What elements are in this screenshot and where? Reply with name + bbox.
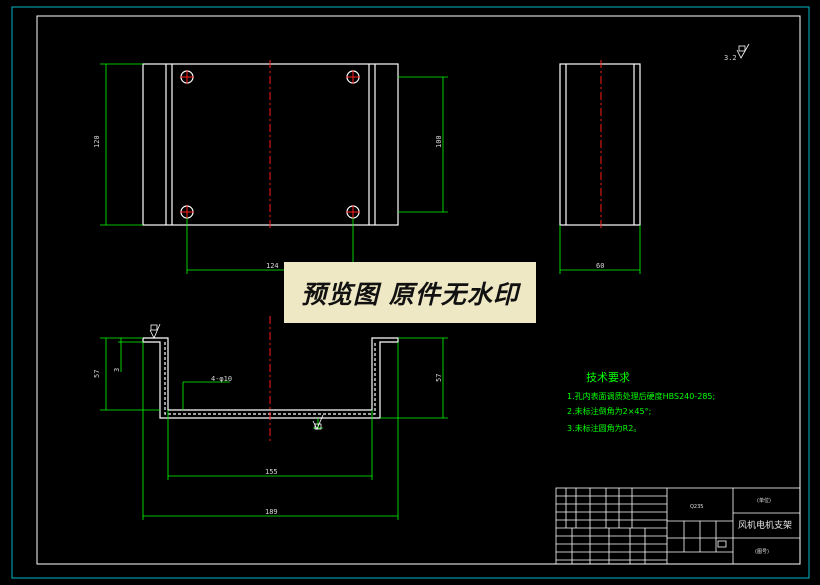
tech-item-3: 3.未标注圆角为R2。 [567,423,641,433]
top-dimensions [100,63,448,274]
drawing-border [36,15,801,565]
title-material: Q235 [690,504,703,510]
dim-front-height-left: 57 [93,370,101,378]
side-view [559,63,641,226]
title-company: (单位) [757,497,771,504]
dim-front-height-right: 57 [435,374,443,382]
dim-side-width: 60 [596,262,604,270]
roughness-symbol-top [149,323,161,339]
title-block [555,487,801,565]
outer-frame [11,6,810,579]
roughness-symbol-bottom [312,414,324,430]
dim-hole-spacing: 124 [266,262,279,270]
dim-top-height: 120 [93,135,101,148]
front-dimensions [100,337,448,520]
tech-item-2: 2.未标注倒角为2×45°; [567,406,651,416]
title-drawing-no: (图号) [755,549,769,555]
watermark-banner: 预览图 原件无水印 [284,262,536,323]
title-part-name: 风机电机支架 [738,519,792,531]
hole-note: 4-φ10 [211,375,232,383]
hole-center-marks [180,70,360,219]
dim-top-inner: 100 [435,135,443,148]
tech-item-1: 1.孔内表面调质处理后硬度HBS240-285; [567,391,715,401]
roughness-symbol-corner [736,43,750,59]
side-dimensions [559,225,641,274]
tech-title: 技术要求 [586,371,630,384]
dim-inner-width: 155 [265,468,278,476]
dim-flange: 3 [113,368,121,372]
roughness-value: 3.2 [724,54,737,62]
dim-outer-width: 189 [265,508,278,516]
